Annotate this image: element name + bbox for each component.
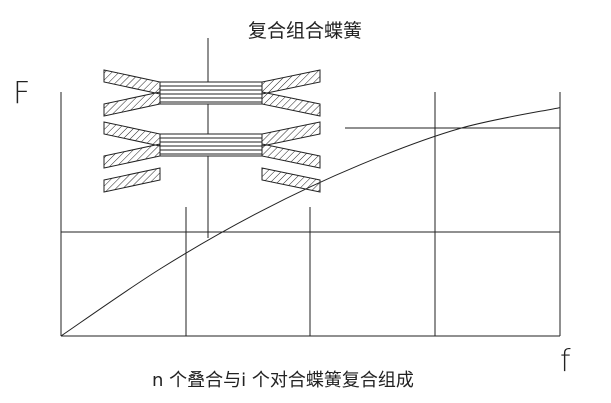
figure-caption: n 个叠合与i 个对合蝶簧复合组成 xyxy=(152,370,414,391)
disc-spring-section xyxy=(261,121,321,147)
disc-spring-section xyxy=(103,121,161,147)
grid xyxy=(60,92,561,337)
x-axis-label: f xyxy=(560,344,571,379)
disc-spring-section xyxy=(261,143,321,169)
disc-spring-section xyxy=(103,91,161,117)
stacked-disc-band xyxy=(159,133,263,157)
disc-spring-stack-drawing xyxy=(103,38,321,238)
stacked-disc-band xyxy=(159,81,263,105)
y-axis-label: F xyxy=(13,76,31,111)
disc-spring-section xyxy=(261,91,321,117)
disc-spring-section xyxy=(261,69,321,95)
figure-title: 复合组合蝶簧 xyxy=(248,20,363,42)
disc-spring-section xyxy=(261,167,321,193)
disc-spring-section xyxy=(103,143,161,169)
spring-cross-sections xyxy=(103,69,321,193)
disc-spring-section xyxy=(103,69,161,95)
disc-spring-section xyxy=(103,167,161,193)
